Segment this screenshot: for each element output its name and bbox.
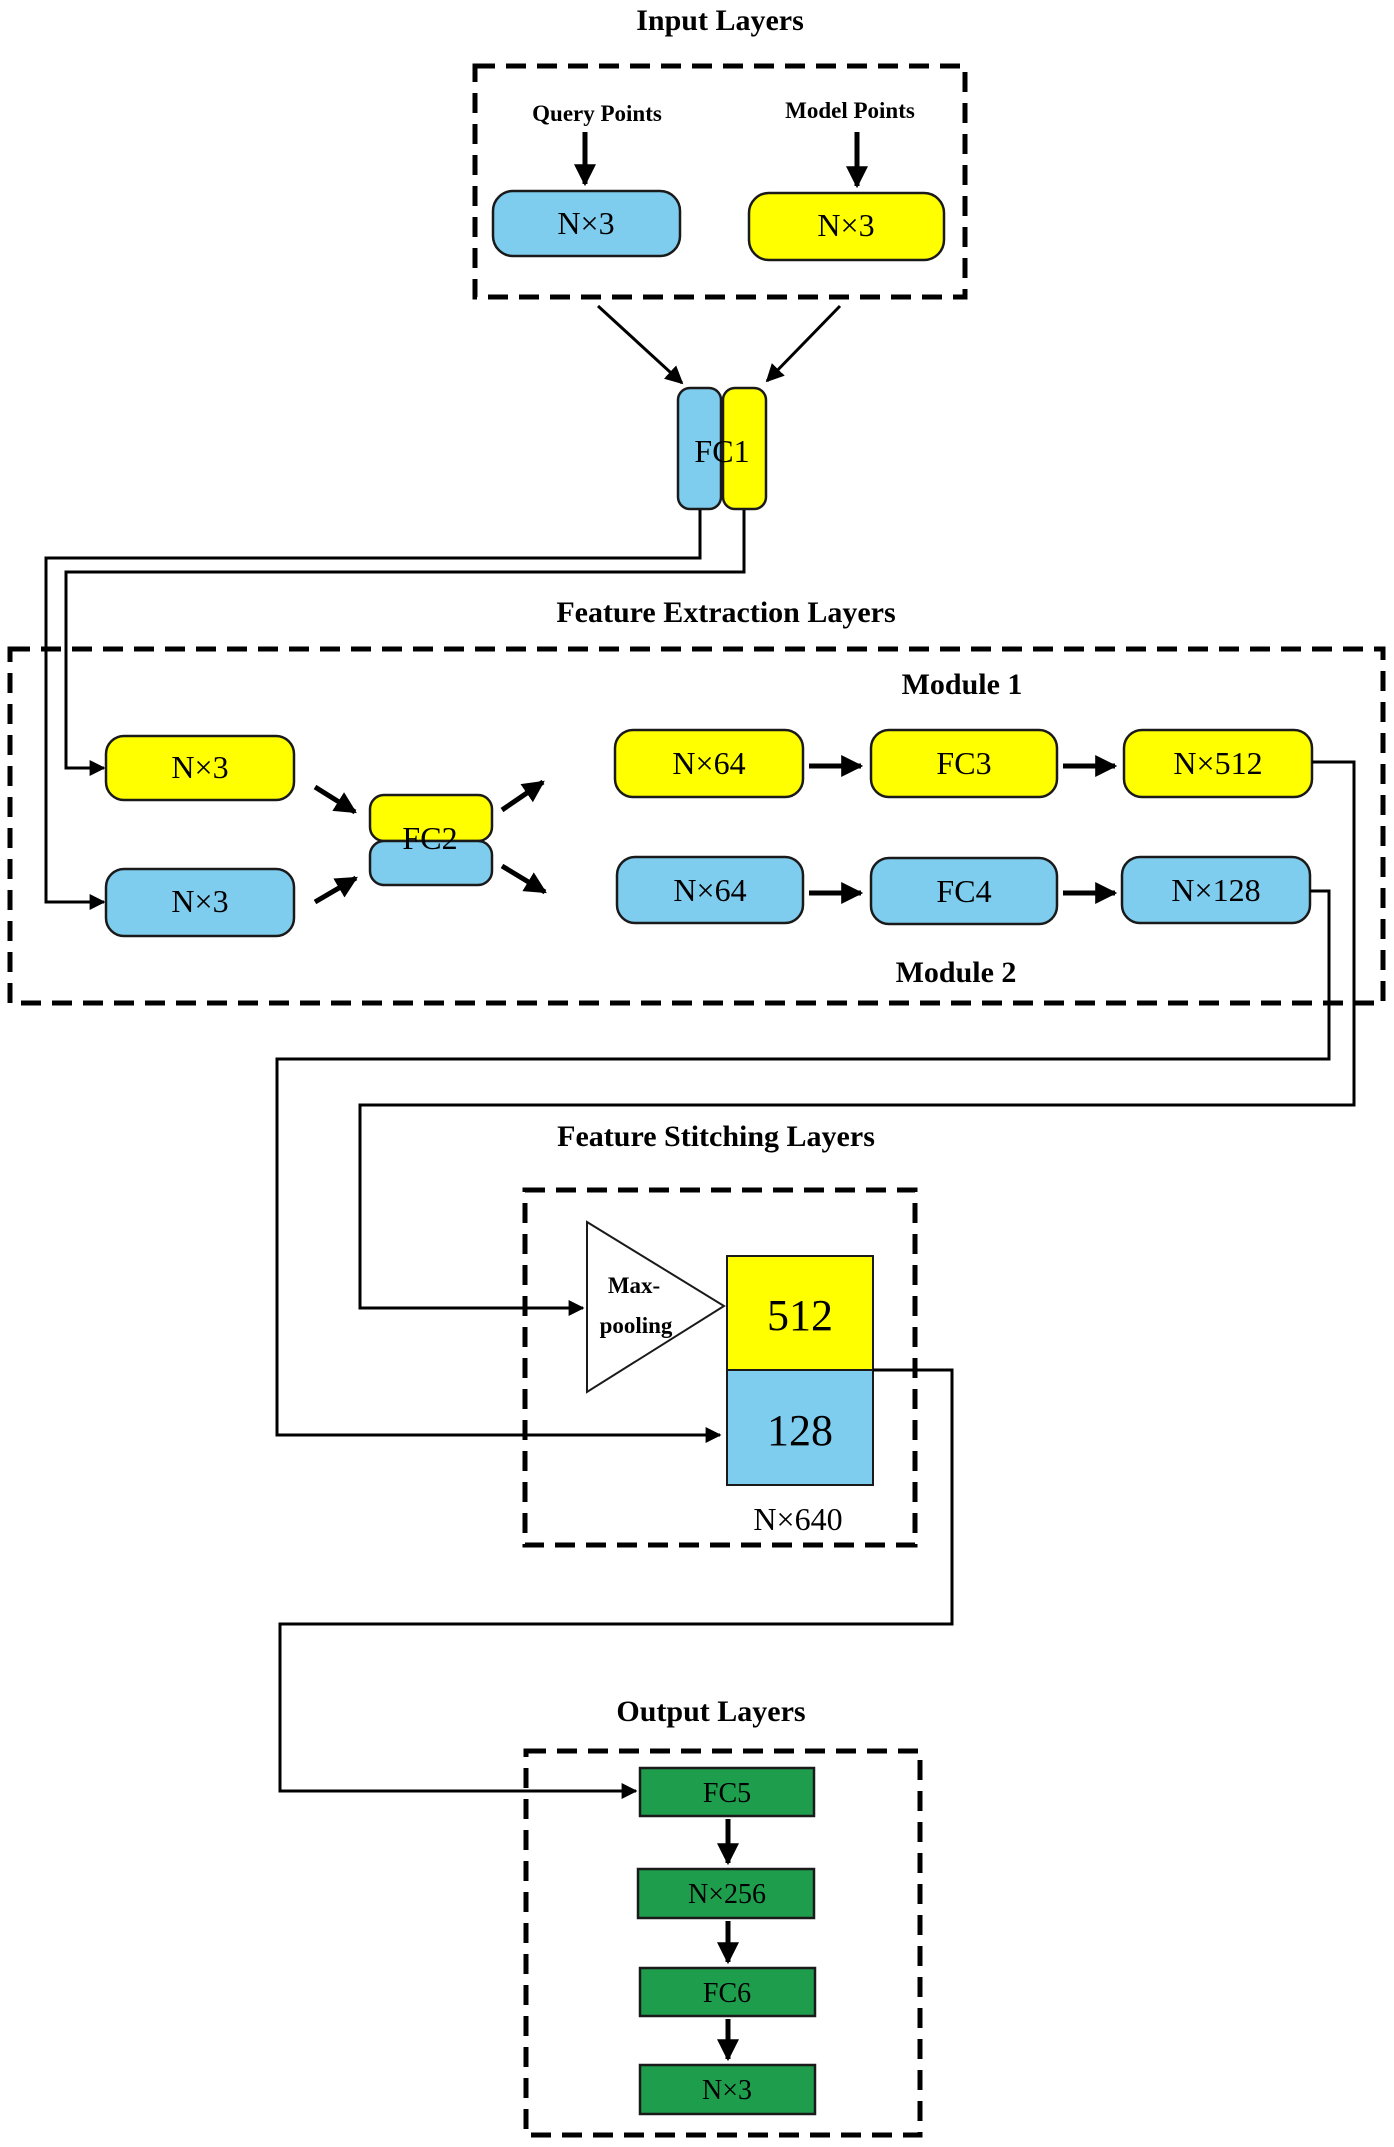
final-output-label: N×3	[702, 2075, 752, 2106]
extraction-blue-input-label: N×3	[171, 883, 228, 919]
feature-stitching-title: Feature Stitching Layers	[557, 1120, 875, 1153]
concat-size-label: N×640	[753, 1501, 842, 1537]
module1-fc3-box	[869, 728, 1059, 799]
module1-n512-label: N×512	[1173, 745, 1262, 781]
fc2-to-module2-arrow	[500, 863, 547, 895]
model-points-label: Model Points	[785, 98, 915, 123]
max-pooling-label-line2: pooling	[600, 1313, 673, 1338]
module2-fc4-box	[869, 856, 1059, 926]
fc1-to-blue-input-wire	[44, 510, 702, 910]
fc5-label: FC5	[703, 1778, 751, 1809]
max-pooling-label-line1: Max-	[608, 1273, 660, 1298]
feature-extraction-group	[7, 646, 1386, 1006]
module2-to-concat-wire	[275, 889, 1331, 1443]
fc2-to-module1-arrow	[500, 779, 545, 813]
fc1-label: FC1	[694, 433, 749, 469]
module2-n64-box	[615, 855, 805, 925]
model-to-fc1-arrow	[765, 304, 842, 383]
extraction-blue-input-box	[104, 867, 296, 938]
feature-extraction-title: Feature Extraction Layers	[556, 596, 895, 629]
fc6-box	[638, 1966, 817, 2018]
output-layers-group	[523, 1748, 923, 2138]
extraction-yellow-input-box	[104, 734, 296, 802]
fc1-to-yellow-input-wire	[64, 510, 746, 776]
n256-box	[636, 1867, 816, 1920]
yellow-to-fc2-arrow	[313, 784, 357, 815]
concat-128-label: 128	[767, 1406, 833, 1455]
query-points-box	[491, 189, 682, 258]
module2-n64-label: N×64	[673, 872, 746, 908]
fc1-query-half	[676, 386, 723, 511]
module2-n128-label: N×128	[1171, 872, 1260, 908]
input-layers-title: Input Layers	[636, 4, 804, 37]
module2-label: Module 2	[896, 956, 1017, 989]
model-points-box	[747, 191, 946, 262]
module1-fc3-label: FC3	[936, 745, 991, 781]
fc1-model-half	[721, 386, 768, 511]
fc5-box	[638, 1766, 816, 1818]
blue-to-fc2-arrow	[313, 875, 358, 905]
feature-stitching-group	[522, 1187, 918, 1548]
query-points-label: Query Points	[532, 101, 662, 126]
module1-n64-label: N×64	[672, 745, 745, 781]
extraction-yellow-input-label: N×3	[171, 749, 228, 785]
n256-label: N×256	[688, 1879, 766, 1910]
fc2-blue-half	[368, 839, 494, 887]
module1-to-maxpool-wire	[358, 760, 1356, 1316]
query-to-fc1-arrow	[596, 304, 684, 385]
module2-fc4-label: FC4	[936, 873, 991, 909]
query-points-box-label: N×3	[557, 205, 614, 241]
module1-label: Module 1	[902, 668, 1023, 701]
concat-512-label: 512	[767, 1291, 833, 1340]
fc6-label: FC6	[703, 1978, 751, 2009]
input-layers-group	[472, 63, 968, 300]
model-points-box-label: N×3	[817, 207, 874, 243]
max-pooling-triangle	[586, 1220, 726, 1394]
concat-128-cell	[726, 1369, 874, 1486]
fc2-label: FC2	[402, 820, 457, 856]
output-layers-title: Output Layers	[616, 1695, 805, 1728]
module1-n64-box	[613, 728, 805, 799]
final-output-box	[638, 2063, 817, 2116]
concat-to-fc5-wire	[278, 1368, 954, 1799]
